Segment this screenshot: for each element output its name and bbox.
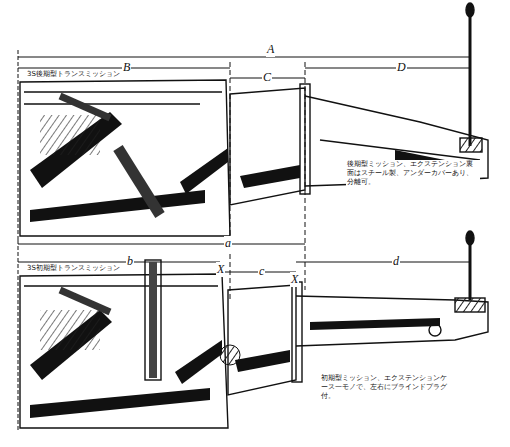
dimension-letter: A [266,42,275,57]
dimension-letter: d [392,254,400,269]
dimension-letter: C [262,70,272,85]
marker-label: X [290,272,299,287]
dimension-letter: a [224,236,232,251]
note-text: 初期型ミッション、エクステンションケース一モノで、左右にブラインドプラグ付。 [320,374,454,400]
marker-label: X [216,262,225,277]
part-label: 3S初期型トランスミッション [26,264,121,273]
note-text: 後期型ミッション、エクステンション裏面はスチール製、アンダーカバーあり、分離可。 [346,160,480,186]
dimension-letter: B [122,60,131,75]
part-label: 3S後期型トランスミッション [26,70,121,79]
dimension-letter: b [126,254,134,269]
dimension-letter: D [396,60,407,75]
dimension-letter: c [258,264,265,279]
